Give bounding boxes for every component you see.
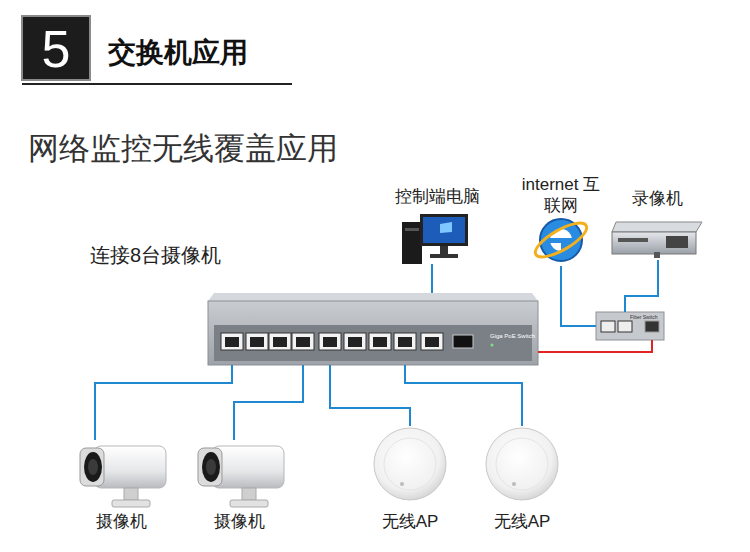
node-label: 摄像机 [70,511,172,532]
fiber-switch-node: Fiber Switch [596,312,664,340]
node-label: 录像机 [606,188,708,209]
camera-node: 摄像机 [70,440,172,532]
node-label: 无线AP [364,511,456,532]
poe-switch [208,293,538,365]
pc-icon [402,214,468,264]
recorder-icon [612,222,702,258]
cable-connector [95,365,232,440]
internet-icon [531,217,591,263]
ap-icon [374,428,558,500]
node-label: Giga PoE Switch [490,333,535,341]
subtitle: 网络监控无线覆盖应用 [28,128,338,170]
section-number: 5 [22,18,90,80]
recorder-node: 录像机 [606,188,708,260]
cable-connector [234,365,303,440]
title: 交换机应用 [108,34,248,72]
node-label: internet 互联网 [518,174,604,217]
node-label: 摄像机 [188,511,290,532]
poe-switch-node: Giga PoE Switch [208,293,538,365]
title-decoration [22,16,292,84]
cable-connector [561,266,596,326]
cable-connector [625,260,658,312]
cable-connector [330,365,410,426]
cable-connector [431,264,433,293]
camera-icon [198,446,284,507]
pc-node: 控制端电脑 [388,186,486,264]
cable-connector [538,340,652,352]
node-label: Fiber Switch [630,314,658,320]
node-label: 控制端电脑 [388,186,486,207]
node-label: 无线AP [476,511,568,532]
ap-node: 无线AP [476,426,568,532]
cable-connector [405,365,522,426]
camera-icon [80,446,166,507]
internet-node: internet 互联网 [518,174,604,266]
fiber-switch [596,312,664,340]
ap-node: 无线AP [364,426,456,532]
camera-node: 摄像机 [188,440,290,532]
note-label: 连接8台摄像机 [90,242,221,269]
